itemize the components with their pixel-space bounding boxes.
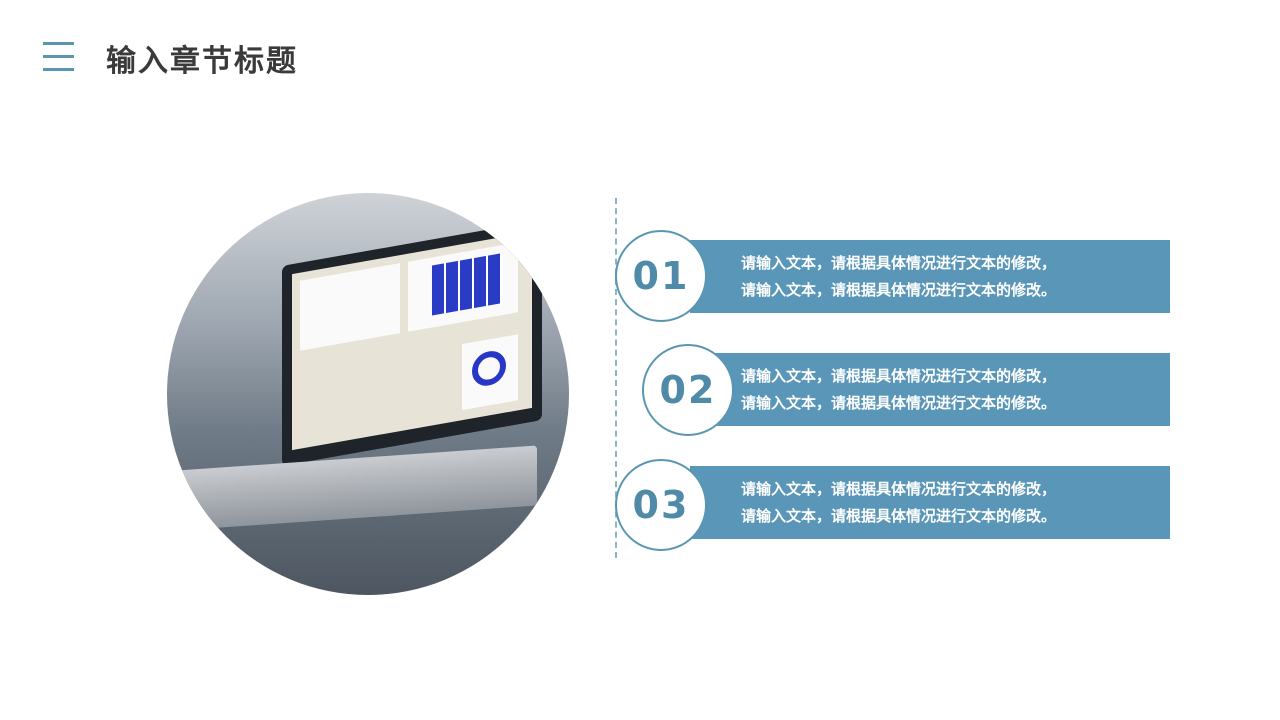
number-circle-1: 01 xyxy=(615,230,707,322)
item-text-line2: 请输入文本，请根据具体情况进行文本的修改。 xyxy=(741,281,1057,299)
laptop-photo xyxy=(167,193,569,595)
item-text-line2: 请输入文本，请根据具体情况进行文本的修改。 xyxy=(741,394,1057,412)
laptop-base xyxy=(177,445,537,531)
timeline-line xyxy=(615,198,619,558)
item-text-line1: 请输入文本，请根据具体情况进行文本的修改， xyxy=(741,367,1057,385)
text-bar-2: 请输入文本，请根据具体情况进行文本的修改， 请输入文本，请根据具体情况进行文本的… xyxy=(715,353,1170,426)
text-bar-1: 请输入文本，请根据具体情况进行文本的修改， 请输入文本，请根据具体情况进行文本的… xyxy=(690,240,1170,313)
number-circle-2: 02 xyxy=(642,344,734,436)
menu-lines-icon xyxy=(43,42,74,72)
number-circle-3: 03 xyxy=(615,459,707,551)
text-bar-3: 请输入文本，请根据具体情况进行文本的修改， 请输入文本，请根据具体情况进行文本的… xyxy=(690,466,1170,539)
laptop-screen xyxy=(282,220,542,466)
item-text-line1: 请输入文本，请根据具体情况进行文本的修改， xyxy=(741,480,1057,498)
item-text-line2: 请输入文本，请根据具体情况进行文本的修改。 xyxy=(741,507,1057,525)
item-text-line1: 请输入文本，请根据具体情况进行文本的修改， xyxy=(741,254,1057,272)
page-title: 输入章节标题 xyxy=(106,44,298,79)
